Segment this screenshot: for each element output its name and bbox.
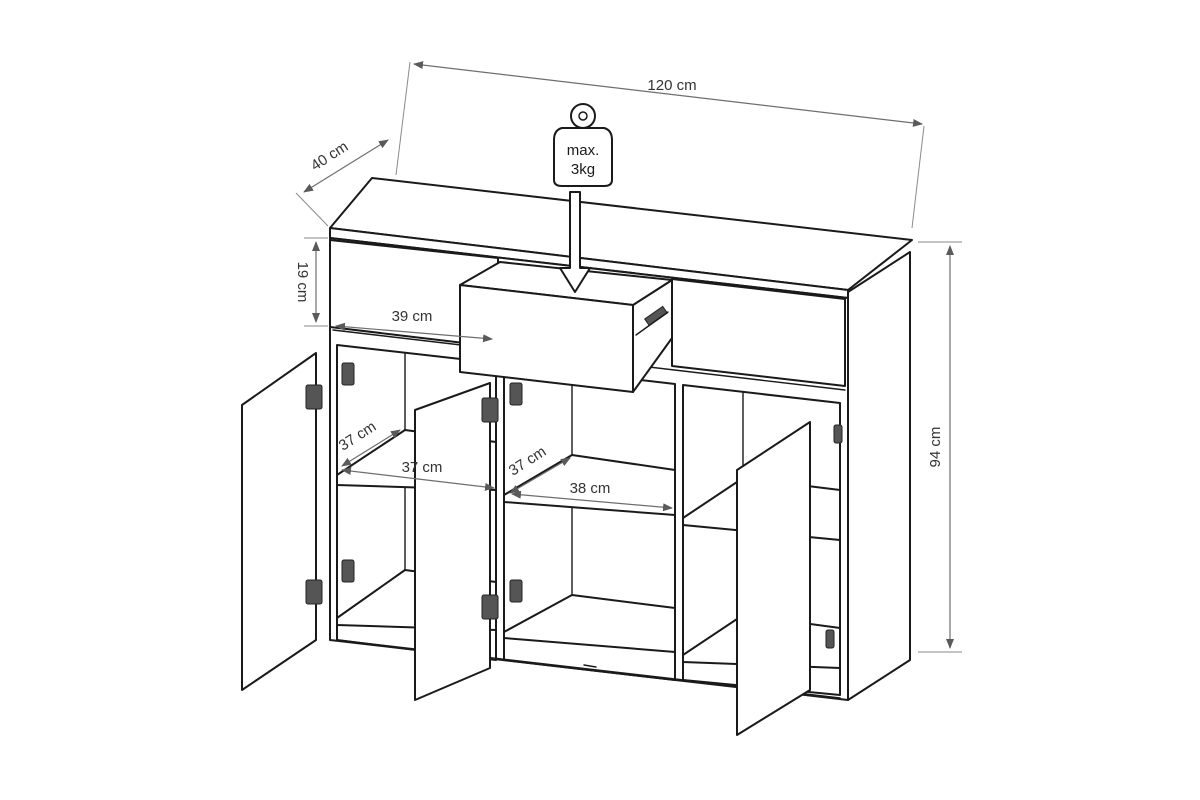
foot [583,664,597,668]
dim-width-label: 120 cm [647,77,696,94]
dim-shelf-width-middle: 38 cm [511,480,673,512]
dim-width: 120 cm [395,61,925,229]
dim-shelf-width-left: 37 cm [341,459,495,491]
dim-height: 94 cm [918,241,962,653]
right-door [736,421,811,736]
hinge-icon [305,362,843,649]
doors [241,352,843,736]
cabinet-right-side [847,251,911,701]
dim-shelf-width-left-label: 37 cm [402,459,443,476]
drawers [329,239,846,393]
dim-drawer-width-label: 39 cm [392,308,433,325]
middle-door [414,382,491,701]
dim-drawer-width: 39 cm [335,308,493,343]
drawer-slide-icon [635,305,669,336]
dim-shelf-width-middle-label: 38 cm [570,480,611,497]
left-door [241,352,317,691]
load-arrow [559,191,591,293]
weight-label-line1: max. [567,142,600,159]
dim-drawer-height-label: 19 cm [294,262,311,303]
middle-drawer-front [459,284,634,393]
dim-height-label: 94 cm [927,427,944,468]
middle-bottom [503,594,676,653]
dim-drawer-height: 19 cm [294,237,328,327]
weight-icon: max. 3kg [553,103,613,187]
right-drawer-front [671,278,846,387]
dim-depth-label: 40 cm [308,138,352,175]
weight-label-line2: 3kg [571,161,595,178]
